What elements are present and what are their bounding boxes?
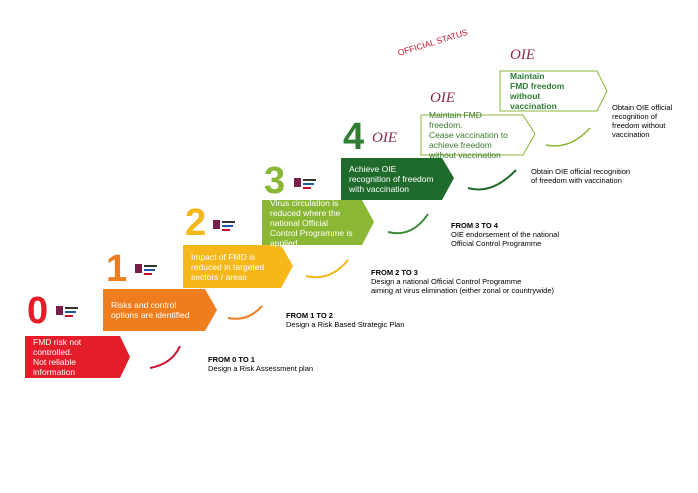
oie-logo: OIE (430, 90, 455, 106)
stage-3-text: Virus circulation is reduced where the n… (270, 197, 353, 248)
fao-logo-icon (213, 220, 235, 231)
fao-logo-icon (294, 178, 316, 189)
arc-0-1 (149, 345, 181, 369)
fao-logo-icon (135, 264, 157, 275)
transition-0-1: FROM 0 TO 1 Design a Risk Assessment pla… (208, 355, 313, 373)
stage-1-text: Risks and control options are identified (111, 300, 190, 320)
transition-3-4: FROM 3 TO 4 OIE endorsement of the natio… (451, 221, 559, 248)
transition-text: Design a Risk Assessment plan (208, 364, 314, 373)
transition-2-3: FROM 2 TO 3 Design a national Official C… (371, 268, 554, 295)
stage-0-text: FMD risk not controlled. Not reliable in… (33, 337, 82, 377)
stage-1-box: Risks and control options are identified (103, 289, 217, 331)
stage-5-text: Maintain FMD freedom. Cease vaccination … (429, 110, 508, 160)
stage-6-text: Maintain FMD freedom without vaccination (510, 71, 565, 111)
arc-5-6 (545, 127, 591, 147)
arc-1-2 (227, 305, 263, 320)
stage-2-arrow (183, 245, 293, 288)
transition-text: Design a national Official Control Progr… (371, 277, 554, 295)
transition-text: OIE endorsement of the national Official… (451, 230, 559, 248)
stage-6-box: Maintain FMD freedom without vaccination (500, 71, 607, 111)
arc-4-5 (467, 169, 517, 191)
stage-0-box: FMD risk not controlled. Not reliable in… (25, 336, 130, 378)
stage-0-arrow (25, 336, 130, 378)
arc-3-4 (387, 213, 429, 235)
stage-4-box: Achieve OIE recognition of freedom with … (341, 158, 454, 200)
stage-6-arrow (499, 70, 608, 112)
stage-2-text: Impact of FMD is reduced in targeted sec… (191, 251, 265, 282)
side-note-freedom-with-vaccination: Obtain OIE official recognition of freed… (531, 167, 631, 185)
arc-2-3 (305, 259, 349, 279)
stage-1-number: 1 (106, 248, 128, 290)
stage-4-text: Achieve OIE recognition of freedom with … (349, 164, 434, 194)
stage-3-arrow (262, 200, 374, 245)
stage-2-number: 2 (185, 202, 207, 244)
fao-logo-icon (56, 306, 78, 317)
stage-5-arrow (420, 114, 536, 156)
stage-1-arrow (103, 289, 217, 331)
transition-title: FROM 1 TO 2 (286, 311, 333, 320)
oie-logo: OIE (372, 130, 397, 146)
stage-0-number: 0 (27, 290, 49, 332)
transition-title: FROM 3 TO 4 (451, 221, 498, 230)
side-note-freedom-without-vaccination: Obtain OIE official recognition of freed… (612, 103, 673, 139)
transition-title: FROM 2 TO 3 (371, 268, 418, 277)
transition-1-2: FROM 1 TO 2 Design a Risk Based Strategi… (286, 311, 404, 329)
stage-3-box: Virus circulation is reduced where the n… (262, 197, 374, 248)
stage-3-number: 3 (264, 160, 286, 202)
transition-title: FROM 0 TO 1 (208, 355, 255, 364)
transition-text: Design a Risk Based Strategic Plan (286, 320, 405, 329)
stage-2-box: Impact of FMD is reduced in targeted sec… (183, 245, 293, 288)
stage-5-box: Maintain FMD freedom. Cease vaccination … (421, 110, 535, 160)
oie-logo: OIE (510, 47, 535, 63)
stage-4-number: 4 (343, 116, 365, 158)
stage-4-arrow (341, 158, 454, 200)
